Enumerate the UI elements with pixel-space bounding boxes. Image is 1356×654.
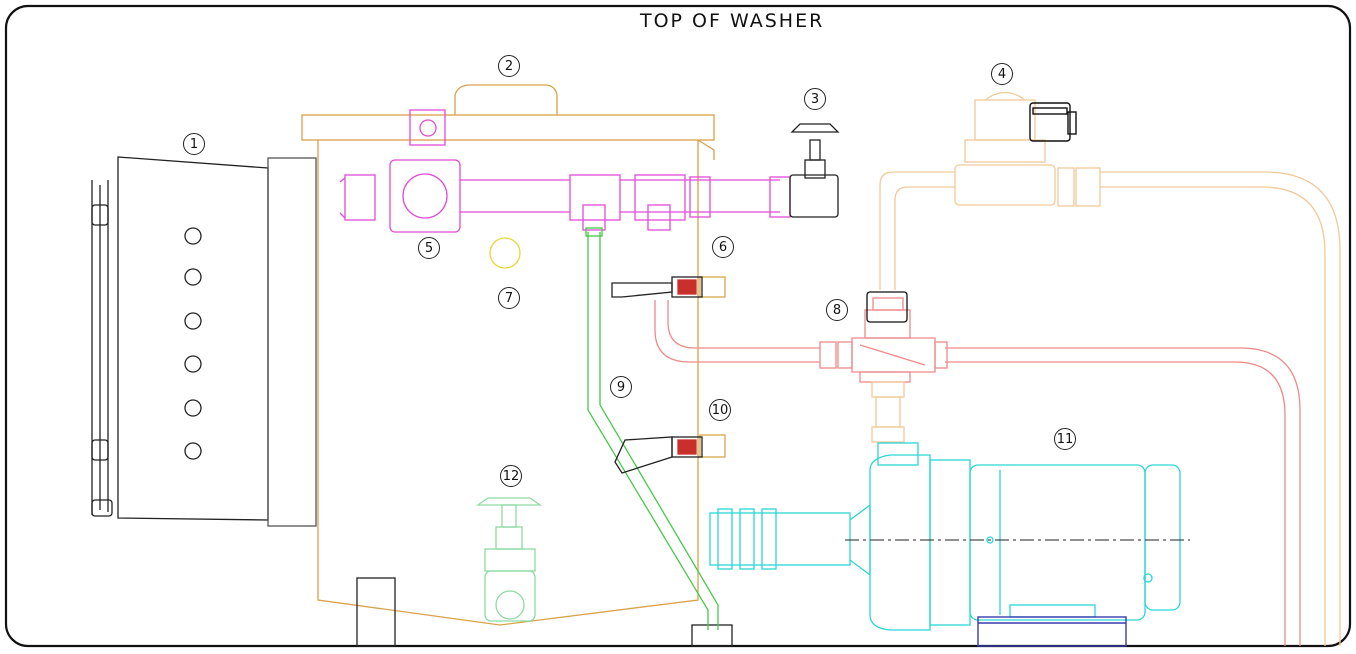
diagram-border xyxy=(4,4,1352,648)
callout-7: 7 xyxy=(498,287,520,309)
tank-legs xyxy=(356,577,733,647)
callout-1: 1 xyxy=(183,133,205,155)
callout-6: 6 xyxy=(712,236,734,258)
pressure-pipe xyxy=(654,297,1301,646)
suction-tube xyxy=(585,227,719,630)
callout-2: 2 xyxy=(498,55,520,77)
supply-pipe xyxy=(879,91,1341,646)
pump-motor xyxy=(709,442,1181,631)
upper-float-switch xyxy=(611,276,726,298)
solenoid-coil xyxy=(1029,102,1077,142)
callout-8: 8 xyxy=(826,299,848,321)
callout-9: 9 xyxy=(610,376,632,398)
manifold xyxy=(339,109,791,233)
pump-riser xyxy=(871,381,905,443)
callout-10: 10 xyxy=(709,399,731,421)
callout-12: 12 xyxy=(500,465,522,487)
diagram-title: TOP OF WASHER xyxy=(640,10,825,32)
callout-3: 3 xyxy=(804,88,826,110)
tank-drain-valve xyxy=(475,497,543,622)
solenoid-coil-8 xyxy=(866,291,908,323)
control-panel xyxy=(91,156,317,527)
callout-5: 5 xyxy=(418,237,440,259)
lower-float-switch xyxy=(614,434,726,474)
callout-4: 4 xyxy=(991,63,1013,85)
motor-base xyxy=(977,616,1127,647)
callout-11: 11 xyxy=(1054,428,1076,450)
tank xyxy=(301,84,715,626)
drain-globe-valve xyxy=(789,123,840,218)
